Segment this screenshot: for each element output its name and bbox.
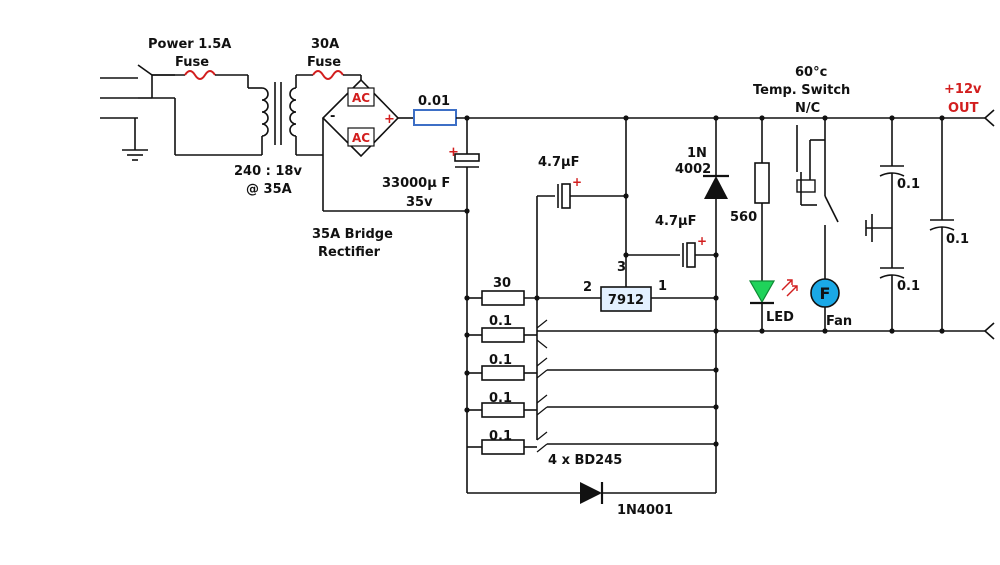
bridge-rectifier-icon (321, 78, 400, 158)
transformer-ratio-label: 240 : 18v (234, 164, 302, 179)
bridge-minus-label: - (330, 109, 335, 124)
rectifier-label-line2: Rectifier (318, 245, 381, 260)
rectifier-label-line1: 35A Bridge (312, 227, 393, 242)
led-icon (748, 280, 776, 305)
resistor-560-label: 560 (730, 210, 757, 225)
transformer-current-label: @ 35A (246, 182, 292, 197)
main-cap-plus: + (448, 145, 459, 160)
led-emission-arrows-icon (781, 279, 798, 297)
emitter-resistor-2 (481, 365, 525, 381)
cap-47-a-plus: + (572, 175, 582, 189)
fan-letter: F (820, 284, 831, 303)
resistor-30-label: 30 (493, 276, 511, 291)
diode-1n4002-label-b: 4002 (675, 162, 711, 177)
nc-label: N/C (795, 101, 820, 116)
diode-1n4001-icon (580, 482, 604, 504)
shunt-resistor-label: 0.01 (418, 94, 450, 109)
resistor-560-icon (754, 162, 770, 204)
transistor-4-icon (536, 431, 548, 453)
main-cap-voltage-label: 35v (406, 195, 433, 210)
output-cap-a-label: 0.1 (897, 177, 920, 192)
diode-1n4002-icon (703, 174, 729, 199)
diode-1n4002-label-a: 1N (687, 146, 707, 161)
mains-plug-icon (100, 64, 175, 150)
temp-label: 60°c (795, 65, 827, 80)
transistor-2-icon (536, 357, 548, 379)
power-fuse-sub-label: Fuse (175, 55, 209, 70)
cap-47-a-label: 4.7μF (538, 155, 579, 170)
bridge-ac-top-label: AC (352, 91, 370, 105)
emitter-resistor-2-label: 0.1 (489, 353, 512, 368)
emitter-resistor-1 (481, 327, 525, 343)
fuse-30a-label: 30A (311, 37, 339, 52)
capacitor-47uf-b-icon (682, 242, 696, 268)
out-voltage-label: +12v (944, 82, 982, 97)
diode-1n4001-label: 1N4001 (617, 503, 673, 518)
secondary-fuse-icon (312, 70, 344, 80)
cap-47-b-plus: + (697, 234, 707, 248)
output-cap-c-label: 0.1 (946, 232, 969, 247)
main-cap-value-label: 33000μ F (382, 176, 450, 191)
resistor-30-icon (481, 290, 525, 306)
shunt-resistor (413, 109, 457, 126)
emitter-resistor-4-label: 0.1 (489, 429, 512, 444)
regulator-label: 7912 (608, 293, 644, 308)
bridge-plus-label: + (384, 112, 395, 127)
regulator-pin-2: 2 (583, 280, 592, 295)
output-cap-b-label: 0.1 (897, 279, 920, 294)
out-label: OUT (948, 101, 979, 116)
led-label: LED (766, 310, 794, 325)
transistor-1-icon (536, 319, 548, 349)
transistor-3-icon (536, 394, 548, 416)
fuse-30a-sub-label: Fuse (307, 55, 341, 70)
transformer-icon (248, 82, 297, 145)
regulator-7912 (600, 286, 652, 312)
regulator-pin-3: 3 (617, 260, 626, 275)
transistors-label: 4 x BD245 (548, 453, 622, 468)
temp-switch-label: Temp. Switch (753, 83, 850, 98)
power-fuse-label: Power 1.5A (148, 37, 231, 52)
bridge-ac-bottom-label: AC (352, 131, 370, 145)
power-fuse-icon (184, 70, 216, 80)
cap-47-b-label: 4.7μF (655, 214, 696, 229)
capacitor-47uf-a-icon (557, 183, 571, 209)
emitter-resistor-3-label: 0.1 (489, 391, 512, 406)
ground-icon (122, 149, 148, 161)
chassis-ground-icon (865, 214, 892, 242)
regulator-pin-1: 1 (658, 279, 667, 294)
emitter-resistor-1-label: 0.1 (489, 314, 512, 329)
temp-switch-icon (796, 125, 839, 223)
fan-label: Fan (826, 314, 852, 329)
